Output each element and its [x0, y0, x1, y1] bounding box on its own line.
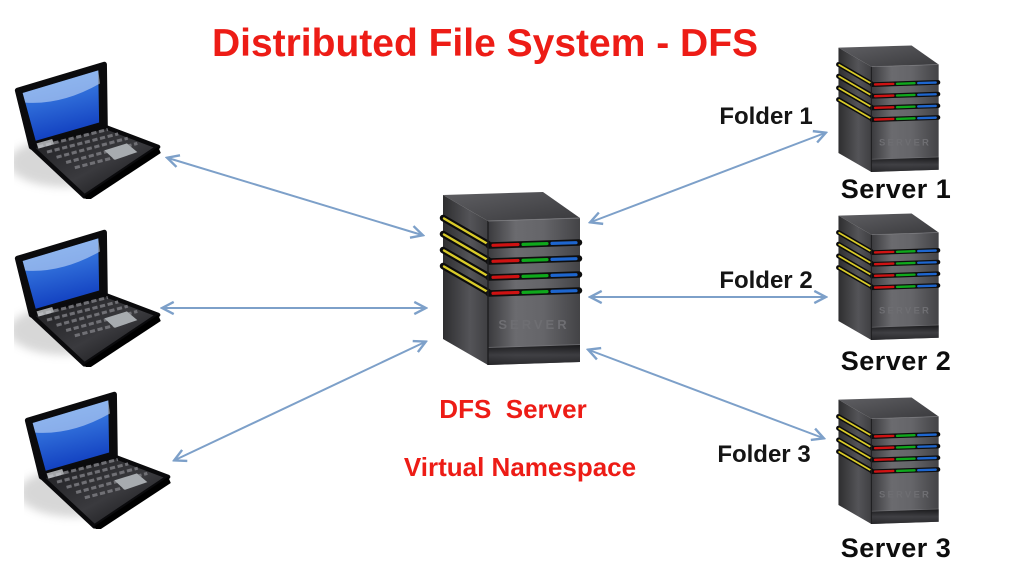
server-3-label: Server 3	[840, 533, 952, 563]
client-laptop-2-icon	[14, 228, 166, 367]
diagram-title: Distributed File System - DFS	[211, 22, 759, 65]
client-laptop-1-icon	[14, 60, 166, 199]
arrow-client3-dfs	[175, 342, 425, 460]
arrow-dfs-server1	[591, 133, 825, 222]
file-server-3-icon: SERVER	[831, 396, 941, 524]
dfs-server-embossed-text: SERVER	[498, 317, 569, 332]
folder-2-label: Folder 2	[719, 267, 813, 294]
file-server-3-embossed-text: SERVER	[879, 490, 931, 501]
dfs-server-caption: DFS Server	[439, 394, 587, 424]
arrow-dfs-server3	[589, 350, 823, 438]
dfs-server-icon: SERVER	[433, 190, 583, 365]
folder-1-label: Folder 1	[719, 103, 813, 130]
file-server-1-embossed-text: SERVER	[879, 138, 931, 149]
file-server-2-embossed-text: SERVER	[879, 306, 931, 317]
file-server-2-icon: SERVER	[831, 212, 941, 340]
server-2-label: Server 2	[840, 346, 952, 376]
server-1-label: Server 1	[840, 174, 952, 204]
arrow-client1-dfs	[168, 158, 422, 235]
virtual-namespace-caption: Virtual Namespace	[403, 452, 637, 482]
folder-3-label: Folder 3	[717, 441, 811, 468]
file-server-1-icon: SERVER	[831, 44, 941, 172]
client-laptop-3-icon	[24, 390, 176, 529]
